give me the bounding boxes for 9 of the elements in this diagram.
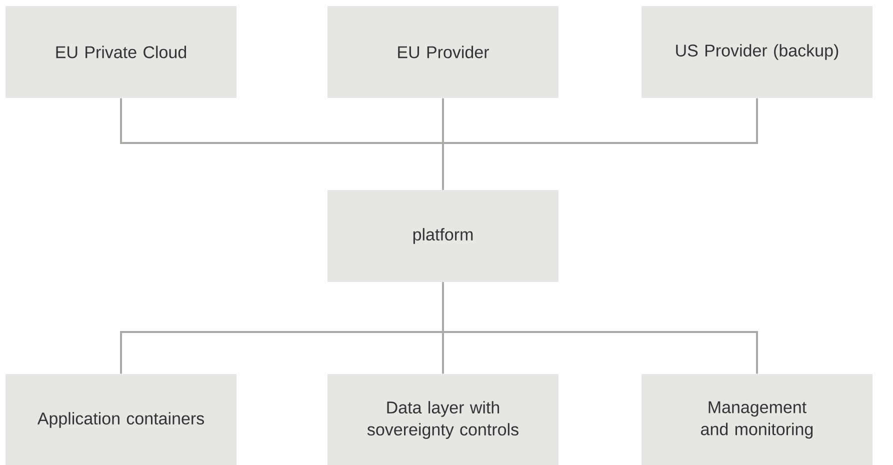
process-box: Data layer with sovereignty controls: [328, 374, 558, 465]
process-box: US Provider (backup): [642, 6, 872, 98]
connector-line: [442, 98, 758, 190]
process-box: Application containers: [6, 374, 236, 465]
process-box: platform: [328, 190, 558, 282]
process-box: EU Provider: [328, 6, 558, 98]
connector-line: [442, 282, 758, 374]
process-box: Management and monitoring: [642, 374, 872, 465]
process-box: EU Private Cloud: [6, 6, 236, 98]
